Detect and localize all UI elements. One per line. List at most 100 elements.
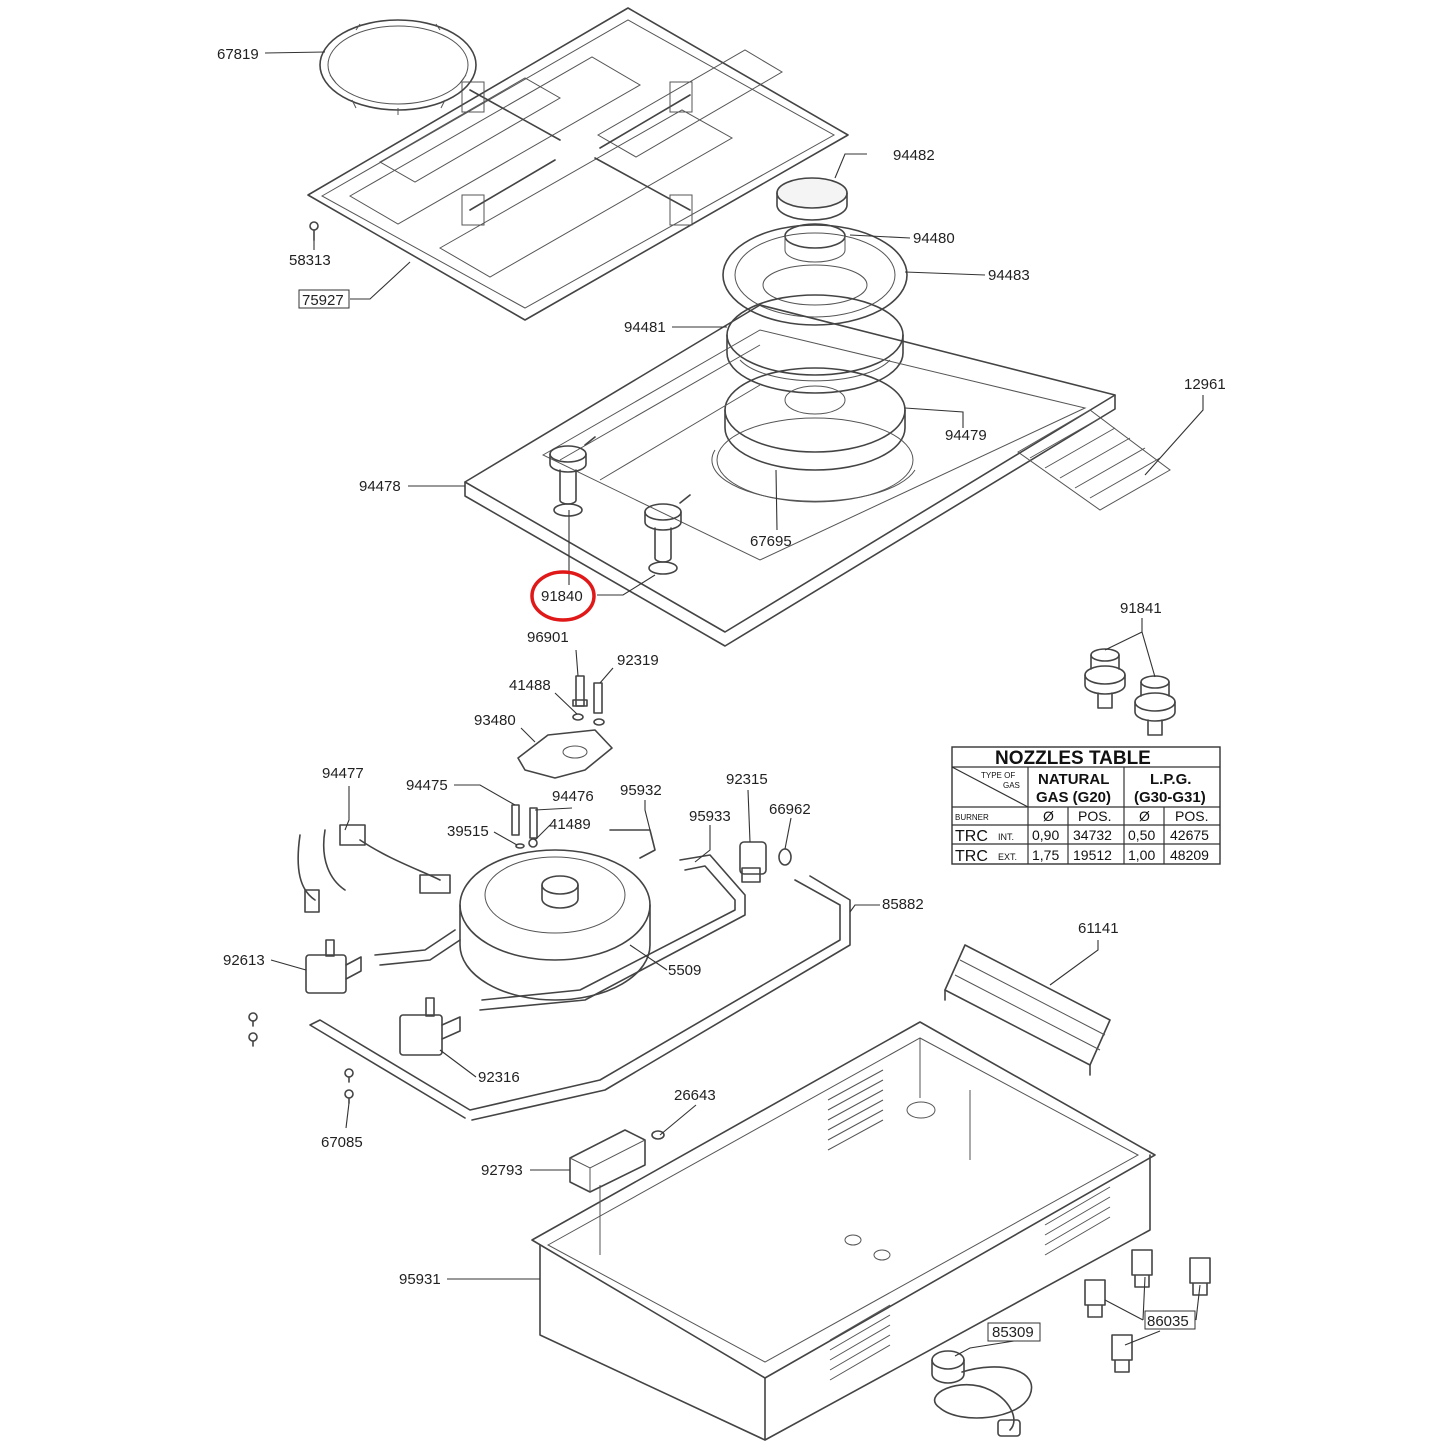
- label-41488: 41488: [509, 677, 551, 694]
- row1-suffix: INT.: [998, 832, 1014, 842]
- label-94478: 94478: [359, 478, 401, 495]
- label-66962: 66962: [769, 801, 811, 818]
- burner-base-94479: [716, 367, 914, 503]
- label-67695: 67695: [750, 533, 792, 550]
- label-94480: 94480: [913, 230, 955, 247]
- label-26643: 26643: [674, 1087, 716, 1104]
- label-92319: 92319: [617, 652, 659, 669]
- burner-ring-94481: [726, 294, 904, 394]
- ng-dia-header: Ø: [1043, 808, 1054, 824]
- washer-41488: [572, 713, 605, 726]
- label-12961: 12961: [1184, 376, 1226, 393]
- label-85309: 85309: [992, 1324, 1034, 1341]
- hob-top-plate: [464, 304, 1116, 647]
- nozzles-table-title: NOZZLES TABLE: [995, 748, 1151, 769]
- row2-lpg-dia: 1,00: [1128, 847, 1155, 863]
- row1-lpg-dia: 0,50: [1128, 827, 1155, 843]
- type-of-gas-label-2: GAS: [1003, 781, 1020, 790]
- label-94483: 94483: [988, 267, 1030, 284]
- leader-lines: [264, 51, 1204, 1357]
- thermocouple-92319: [593, 682, 603, 714]
- gas-pipes: [309, 829, 851, 1121]
- row2-ng-pos: 19512: [1073, 847, 1112, 863]
- feet-86035: [1084, 1249, 1211, 1373]
- label-95931: 95931: [399, 1271, 441, 1288]
- natural-gas-header-1: NATURAL: [1038, 771, 1109, 788]
- bracket-61141: [944, 944, 1111, 1076]
- label-67819: 67819: [217, 46, 259, 63]
- gas-valve-92316: [399, 997, 461, 1056]
- label-39515: 39515: [447, 823, 489, 840]
- control-knob-right: [644, 494, 691, 575]
- label-86035-box: 86035: [1144, 1310, 1196, 1330]
- label-94482: 94482: [893, 147, 935, 164]
- label-92613: 92613: [223, 952, 265, 969]
- label-95932: 95932: [620, 782, 662, 799]
- label-75927: 75927: [302, 292, 344, 309]
- label-61141: 61141: [1078, 920, 1119, 937]
- burner-cap-94482: [776, 177, 848, 221]
- washer-66962: [778, 848, 792, 866]
- injector-96901: [572, 675, 588, 707]
- row1-burner: TRC: [955, 828, 988, 845]
- lpg-pos-header: POS.: [1175, 808, 1208, 824]
- label-91841: 91841: [1120, 600, 1162, 617]
- label-94475: 94475: [406, 777, 448, 794]
- label-94477: 94477: [322, 765, 364, 782]
- lpg-dia-header: Ø: [1139, 808, 1150, 824]
- label-94481: 94481: [624, 319, 666, 336]
- row1-ng-pos: 34732: [1073, 827, 1112, 843]
- label-5509: 5509: [668, 962, 701, 979]
- pan-support-grid: [307, 7, 849, 321]
- label-75927-box: 75927: [298, 289, 350, 309]
- burner-label: BURNER: [955, 813, 989, 822]
- row2-suffix: EXT.: [998, 852, 1017, 862]
- label-91840: 91840: [541, 588, 583, 605]
- clip-26643: [651, 1130, 665, 1140]
- control-knob-left: [549, 436, 596, 517]
- burner-crown-94480: [722, 223, 908, 326]
- label-95933: 95933: [689, 808, 731, 825]
- lower-casing-95931: [531, 1021, 1156, 1441]
- label-94479: 94479: [945, 427, 987, 444]
- lpg-header-1: L.P.G.: [1150, 771, 1191, 788]
- burner-ring-67819: [319, 19, 477, 115]
- label-94476: 94476: [552, 788, 594, 805]
- natural-gas-header-2: GAS (G20): [1036, 789, 1111, 806]
- control-knobs-91841: [1084, 648, 1176, 736]
- label-58313: 58313: [289, 252, 331, 269]
- label-96901: 96901: [527, 629, 569, 646]
- row1-ng-dia: 0,90: [1032, 827, 1059, 843]
- screw-58313: [309, 221, 319, 241]
- label-85882: 85882: [882, 896, 924, 913]
- label-85309-box: 85309: [987, 1322, 1041, 1342]
- nozzles-table: NOZZLES TABLE TYPE OF GAS BURNER NATURAL…: [951, 746, 1221, 865]
- part-labels: 67819 58313 75927 94482 94480 94483 9448…: [217, 46, 1226, 1342]
- row2-lpg-pos: 48209: [1170, 847, 1209, 863]
- label-41489: 41489: [549, 816, 591, 833]
- electrodes: [511, 804, 538, 849]
- label-93480: 93480: [474, 712, 516, 729]
- gasket-strip-12961: [1017, 409, 1171, 511]
- ng-pos-header: POS.: [1078, 808, 1111, 824]
- screws-67085: [248, 1012, 354, 1104]
- label-67085: 67085: [321, 1134, 363, 1151]
- type-of-gas-label-1: TYPE OF: [981, 771, 1015, 780]
- label-92316: 92316: [478, 1069, 520, 1086]
- row1-lpg-pos: 42675: [1170, 827, 1209, 843]
- label-86035: 86035: [1147, 1313, 1189, 1330]
- bracket-93480: [517, 729, 613, 779]
- wiring-harness-94477: [297, 824, 451, 913]
- row2-burner: TRC: [955, 848, 988, 865]
- lpg-header-2: (G30-G31): [1134, 789, 1206, 806]
- burner-body-5509: [459, 849, 651, 1001]
- power-cable-85309: [931, 1350, 1033, 1437]
- label-92315: 92315: [726, 771, 768, 788]
- row2-ng-dia: 1,75: [1032, 847, 1059, 863]
- gas-valve-92613: [305, 939, 362, 994]
- label-92793: 92793: [481, 1162, 523, 1179]
- highlight-circle: [530, 570, 596, 622]
- elbow-connector-92315: [739, 841, 767, 883]
- ignition-module-92793: [569, 1129, 646, 1193]
